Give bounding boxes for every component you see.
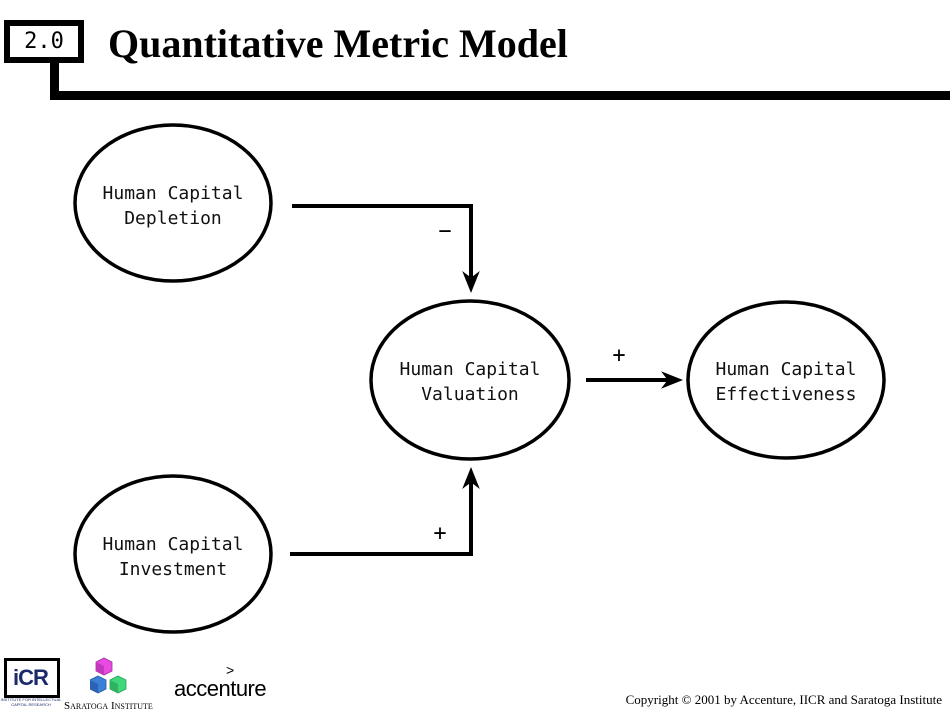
page-title: Quantitative Metric Model	[108, 21, 568, 66]
node-effectiveness-line-2: Effectiveness	[716, 384, 857, 405]
accenture-logo-mark: >	[226, 662, 235, 678]
edge-investment-to-valuation-arrow	[290, 467, 480, 556]
node-investment-line-1: Human Capital	[103, 534, 244, 555]
edge-valuation-to-effectiveness: +	[586, 343, 683, 389]
node-effectiveness-ellipse	[686, 300, 886, 460]
node-investment-line-2: Investment	[119, 559, 227, 580]
node-depletion-ellipse	[73, 123, 273, 283]
node-depletion-line-2: Depletion	[124, 208, 222, 229]
icr-logo: iCR	[4, 658, 60, 698]
icr-logo-text: iCR	[13, 665, 49, 690]
edge-depletion-to-valuation: −	[292, 204, 480, 293]
node-depletion: Human Capital Depletion	[73, 123, 273, 283]
node-investment: Human Capital Investment	[73, 474, 273, 634]
accenture-logo-text: accenture	[174, 676, 267, 701]
icr-logo-subtitle: INSTITUTE FOR INTELLECTUAL CAPITAL RESEA…	[0, 697, 62, 707]
node-effectiveness: Human Capital Effectiveness	[686, 300, 886, 460]
node-valuation-line-1: Human Capital	[400, 359, 541, 380]
section-number-badge: 2.0	[4, 20, 84, 63]
footer-logos: iCR INSTITUTE FOR INTELLECTUAL CAPITAL R…	[0, 650, 300, 713]
node-valuation: Human Capital Valuation	[369, 299, 571, 461]
saratoga-cubes-icon	[90, 657, 127, 694]
node-effectiveness-line-1: Human Capital	[716, 359, 857, 380]
edge-investment-to-valuation: +	[290, 467, 480, 556]
edge-investment-to-valuation-sign: +	[433, 521, 446, 546]
node-valuation-line-2: Valuation	[421, 384, 519, 405]
title-rule-vertical	[50, 60, 59, 100]
node-investment-ellipse	[73, 474, 273, 634]
title-rule-horizontal	[50, 91, 950, 100]
node-valuation-ellipse	[369, 299, 571, 461]
edge-depletion-to-valuation-arrow	[292, 204, 480, 293]
copyright-notice: Copyright © 2001 by Accenture, IICR and …	[625, 692, 942, 707]
node-depletion-line-1: Human Capital	[103, 183, 244, 204]
saratoga-logo-text: Saratoga Institute	[64, 700, 153, 712]
edge-valuation-to-effectiveness-sign: +	[612, 343, 625, 368]
edge-depletion-to-valuation-sign: −	[438, 219, 451, 244]
section-number: 2.0	[24, 29, 64, 54]
